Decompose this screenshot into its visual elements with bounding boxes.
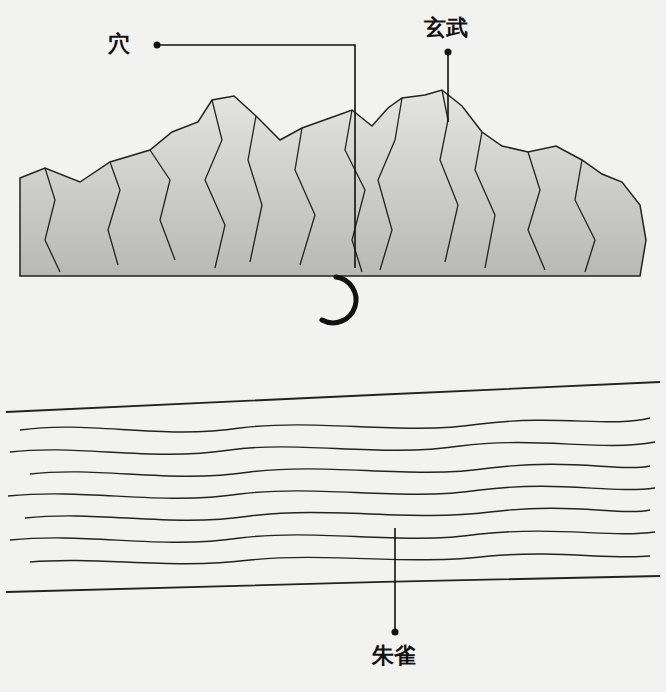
leader-dots: [154, 42, 452, 636]
xue-mark: [322, 277, 356, 323]
mountain-range: [20, 90, 646, 276]
leader-lines: [157, 45, 448, 632]
mountain-ridges: [45, 90, 595, 272]
xuanwu-label: 玄武: [424, 16, 468, 40]
xue-label: 穴: [108, 32, 130, 56]
water: [6, 382, 660, 592]
zhuque-label: 朱雀: [372, 644, 416, 668]
